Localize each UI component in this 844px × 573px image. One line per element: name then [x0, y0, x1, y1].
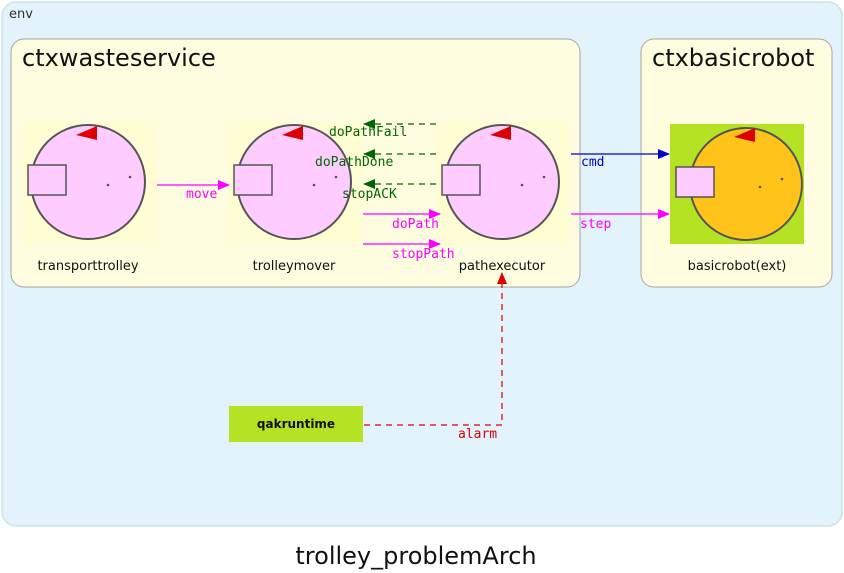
actor-label-trolleymover: trolleymover	[253, 259, 336, 274]
msg-stopPath[interactable]: stopPath	[363, 239, 455, 262]
qakruntime-label: qakruntime	[257, 417, 335, 431]
actor-transporttrolley[interactable]: transporttrolley	[22, 122, 156, 274]
actor-icon	[27, 124, 146, 240]
msg-doPath-label: doPath	[392, 217, 439, 232]
actor-basicrobot[interactable]: basicrobot(ext)	[670, 124, 804, 274]
msg-move-label: move	[186, 187, 217, 202]
diagram-caption: trolley_problemArch	[295, 542, 536, 570]
msg-cmd[interactable]: cmd	[571, 149, 670, 170]
msg-alarm[interactable]: alarm	[364, 272, 507, 442]
actor-icon	[675, 127, 803, 241]
msg-alarm-label: alarm	[458, 427, 497, 442]
actor-icon	[233, 124, 352, 240]
msg-step[interactable]: step	[571, 209, 670, 232]
msg-step-label: step	[580, 217, 611, 232]
actor-label-basicrobot: basicrobot(ext)	[688, 259, 787, 274]
msg-stopACK-label: stopACK	[342, 187, 397, 202]
msg-move[interactable]: move	[157, 180, 230, 202]
actor-pathexecutor[interactable]: pathexecutor	[436, 122, 570, 274]
msg-cmd-label: cmd	[581, 155, 604, 170]
context-basicrobot-title: ctxbasicrobot	[652, 44, 814, 72]
qakruntime-box[interactable]: qakruntime	[229, 406, 363, 442]
msg-stopACK[interactable]: stopACK	[342, 179, 436, 202]
msg-doPathFail-label: doPathFail	[329, 125, 407, 140]
msg-doPathFail[interactable]: doPathFail	[329, 119, 436, 140]
msg-doPathDone[interactable]: doPathDone	[315, 149, 436, 170]
context-wasteservice-title: ctxwasteservice	[22, 44, 216, 72]
actor-label-transporttrolley: transporttrolley	[37, 259, 138, 274]
actor-trolleymover[interactable]: trolleymover	[228, 122, 362, 274]
env-label: env	[9, 7, 33, 22]
actor-label-pathexecutor: pathexecutor	[459, 259, 546, 274]
msg-doPath[interactable]: doPath	[363, 209, 441, 232]
msg-stopPath-label: stopPath	[392, 247, 455, 262]
actor-icon	[441, 124, 560, 240]
msg-doPathDone-label: doPathDone	[315, 155, 393, 170]
